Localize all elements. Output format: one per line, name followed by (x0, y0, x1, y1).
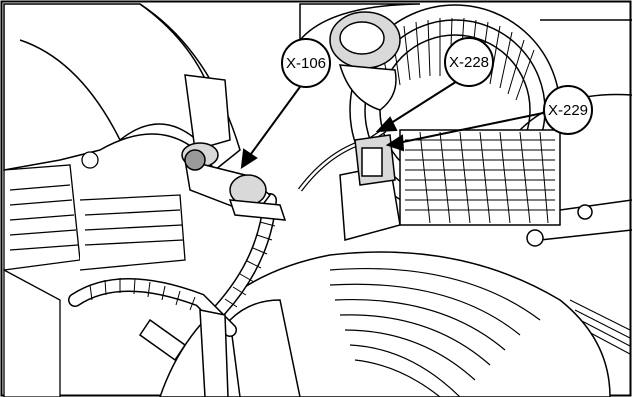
callout-x106: X-106 (281, 38, 331, 88)
engine-block (3, 151, 186, 397)
arrow-x228 (375, 116, 398, 133)
arrow-x106 (240, 148, 258, 169)
sensor-x106 (184, 149, 287, 221)
callout-label-x106: X-106 (286, 55, 326, 72)
arrow-x229 (385, 134, 405, 152)
intake-pipe (3, 3, 241, 172)
fan-hub (329, 11, 401, 111)
fan-shroud (299, 3, 632, 355)
callout-x229: X-229 (543, 85, 593, 135)
callout-leaders (240, 77, 549, 169)
connector-x228-x229 (339, 134, 401, 241)
callout-label-x228: X-228 (449, 54, 489, 71)
callout-label-x229: X-229 (548, 102, 588, 119)
corrugated-hose (159, 251, 611, 397)
callout-x228: X-228 (444, 37, 494, 87)
